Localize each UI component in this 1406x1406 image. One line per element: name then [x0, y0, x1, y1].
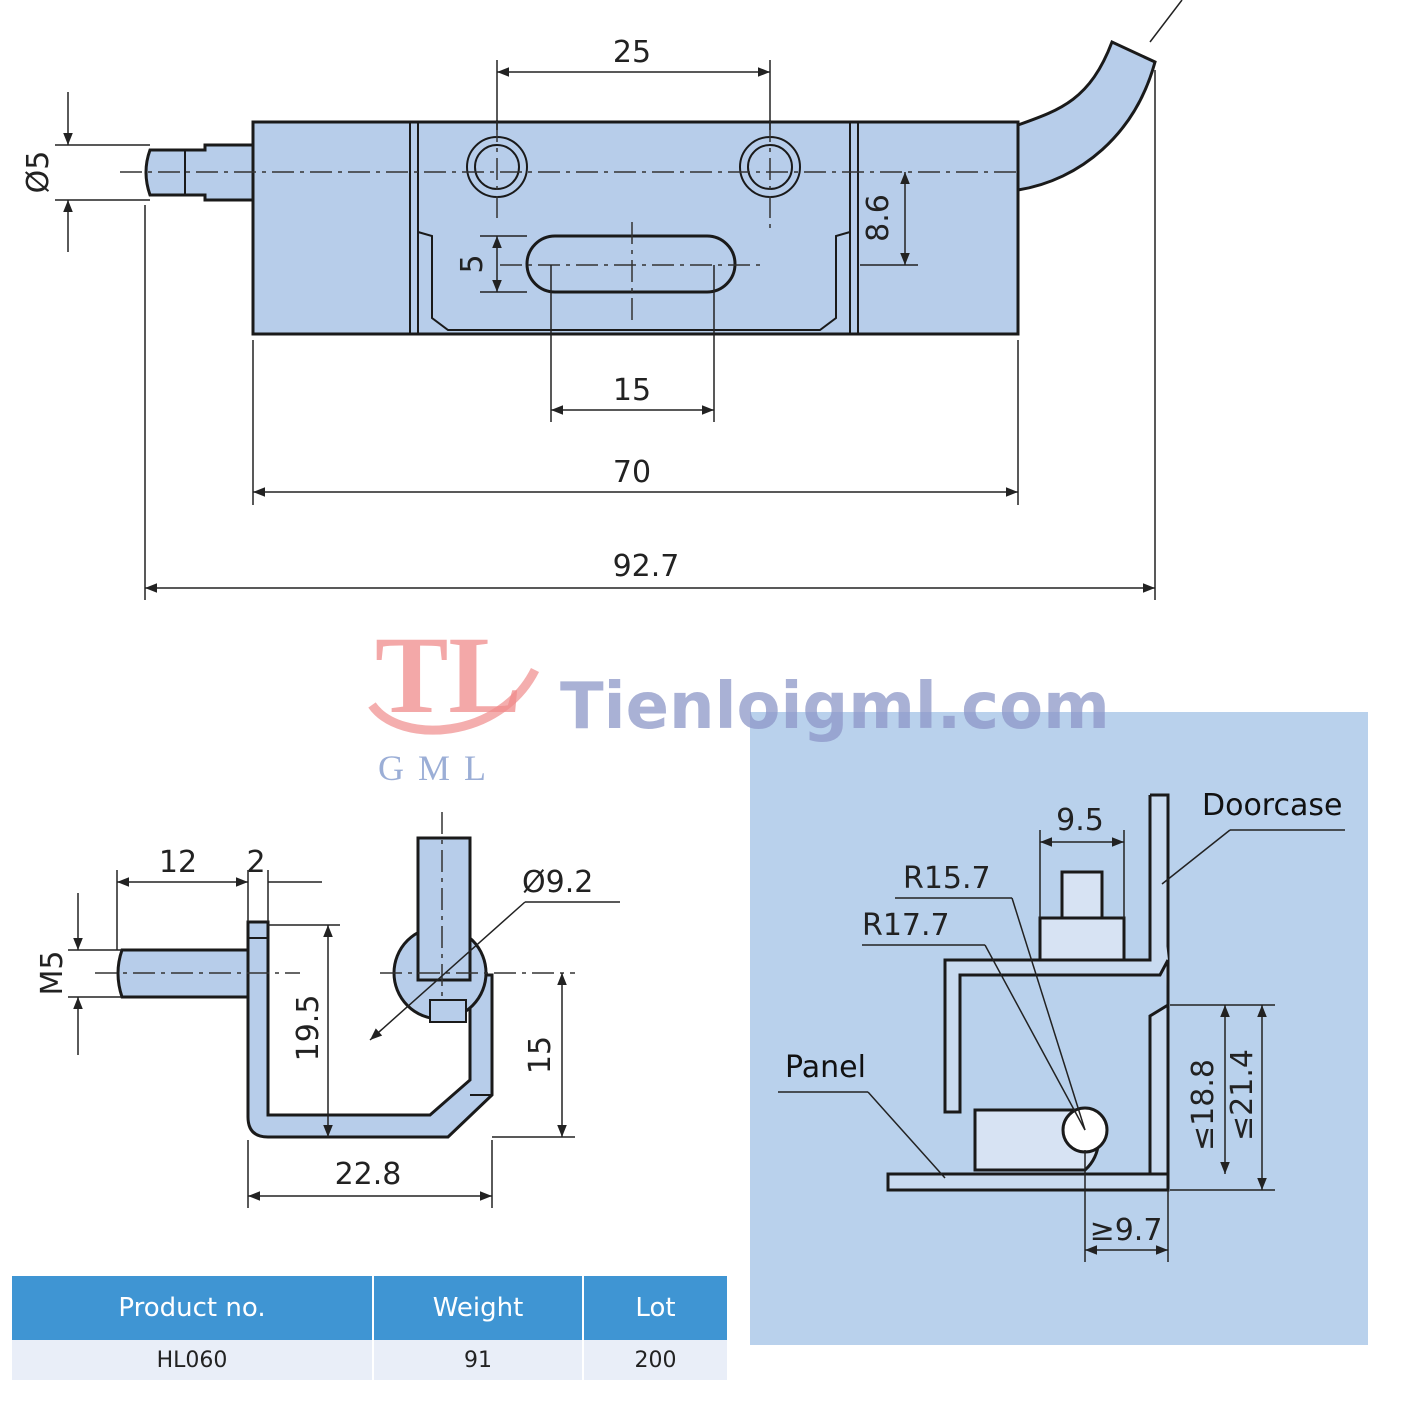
install-view: R15.7 R17.7 9.5 ≤18.8 ≤21.4 ≥9.7 Doorcas… [778, 788, 1345, 1262]
label-panel: Panel [785, 1050, 866, 1085]
label-doorcase: Doorcase [1202, 788, 1342, 823]
dim-barrel-diameter: Ø9.2 [522, 865, 593, 900]
stud [1060, 870, 1104, 920]
spec-table-header: Product no. Weight Lot [12, 1276, 727, 1340]
bracket [246, 920, 494, 1139]
panel [886, 1172, 1170, 1192]
dim-body-length: 70 [613, 455, 651, 490]
dim-r-inner: R15.7 [903, 861, 991, 896]
dim-overall-length: 92.7 [613, 549, 680, 584]
nut [1038, 916, 1126, 962]
watermark-logo: TL [375, 614, 522, 736]
dim-slot-length: 15 [613, 373, 651, 408]
dim-offset: 8.6 [861, 194, 896, 242]
header-lot: Lot [583, 1276, 727, 1340]
dim-height: 19.5 [291, 995, 326, 1062]
lever-stub [416, 836, 472, 982]
dim-width: 22.8 [335, 1157, 402, 1192]
dim-nut-width: 9.5 [1056, 803, 1104, 838]
slot [525, 234, 737, 294]
top-view: 25 Ø5 8.6 5 15 70 92.7 [21, 0, 1183, 600]
dim-bend-height: 15 [523, 1036, 558, 1074]
dim-max-b: ≤21.4 [1225, 1049, 1260, 1141]
cell-product-no: HL060 [12, 1340, 374, 1380]
dim-thread: M5 [35, 951, 70, 996]
header-weight: Weight [373, 1276, 584, 1340]
dim-r-outer: R17.7 [862, 908, 950, 943]
dim-slot-width: 5 [455, 254, 490, 273]
dim-min-c: ≥9.7 [1090, 1213, 1163, 1248]
watermark: TL GML [368, 614, 540, 788]
side-view: M5 12 2 Ø9.2 19.5 15 22.8 [35, 812, 620, 1208]
dim-gap: 2 [246, 845, 265, 880]
watermark-sub: GML [378, 748, 500, 788]
table-row: HL060 91 200 [12, 1340, 727, 1380]
dim-thread-length: 12 [159, 845, 197, 880]
dim-pitch: 25 [613, 35, 651, 70]
watermark-site: Tienloigml.com [560, 670, 1110, 744]
lever [1016, 39, 1157, 192]
dim-max-a: ≤18.8 [1186, 1059, 1221, 1151]
cell-lot: 200 [583, 1340, 727, 1380]
cell-weight: 91 [373, 1340, 584, 1380]
dim-pin-diameter: Ø5 [21, 151, 56, 194]
header-product-no: Product no. [12, 1276, 374, 1340]
body [251, 120, 1020, 336]
spec-table: Product no. Weight Lot HL060 91 200 [12, 1276, 727, 1380]
